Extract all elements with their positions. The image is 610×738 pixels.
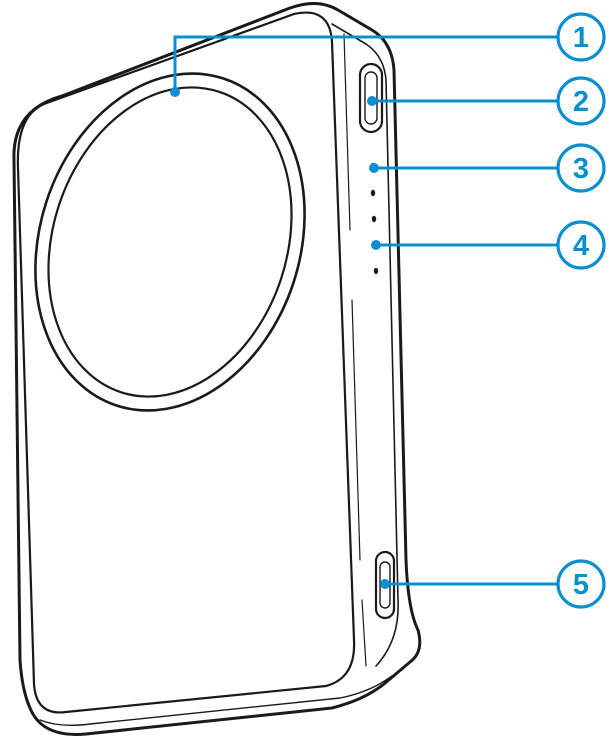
callout-5-number: 5 — [573, 569, 589, 601]
callout-3-dot — [369, 163, 379, 173]
callout-4: 4 — [371, 222, 604, 268]
callout-2-number: 2 — [573, 86, 589, 118]
indicator-leds — [371, 163, 378, 274]
callout-3: 3 — [369, 145, 604, 191]
callout-5-dot — [380, 579, 390, 589]
callout-1-number: 1 — [573, 22, 589, 54]
callout-4-dot — [371, 240, 381, 250]
callout-2: 2 — [367, 78, 604, 124]
callout-3-number: 3 — [573, 153, 589, 185]
callout-2-dot — [367, 96, 377, 106]
callout-4-number: 4 — [573, 230, 589, 262]
led-2 — [371, 190, 375, 196]
callout-1-dot — [170, 87, 180, 97]
led-5 — [374, 268, 378, 274]
led-3 — [372, 216, 376, 222]
callout-5: 5 — [380, 561, 604, 607]
